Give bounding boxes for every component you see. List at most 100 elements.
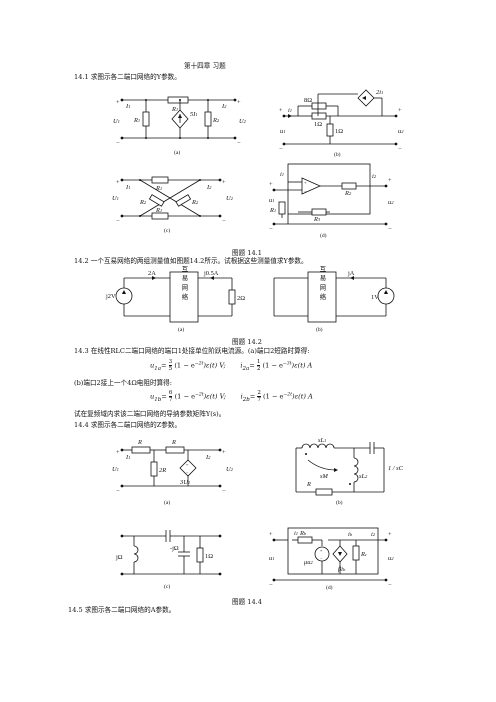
figure-14-1b: +−+− i1 8Ω 2i1 1Ω 1Ω u1 u2 (b) — [279, 89, 404, 158]
svg-text:+: + — [222, 449, 226, 456]
svg-text:−: − — [388, 582, 392, 589]
svg-text:Rb: Rb — [299, 530, 307, 537]
figure-14-2b: + jA 1V 互易网络 (b) — [273, 265, 395, 333]
svg-text:−: − — [186, 470, 189, 475]
svg-text:(d): (d) — [320, 232, 327, 239]
svg-text:i1: i1 — [288, 107, 292, 114]
svg-text:(a): (a) — [164, 499, 170, 506]
reciprocal-network-box-a: 互易网络 — [181, 265, 188, 303]
svg-text:U2: U2 — [226, 195, 234, 202]
svg-text:μu2: μu2 — [304, 559, 313, 566]
svg-text:U1: U1 — [112, 195, 119, 202]
svg-text:R1: R1 — [155, 207, 162, 214]
figure-caption-14-4: 图题 14.4 — [232, 598, 262, 606]
svg-text:+: + — [269, 181, 273, 188]
svg-text:R: R — [306, 481, 311, 488]
svg-text:R1: R1 — [155, 185, 162, 192]
svg-text:+: + — [237, 99, 241, 106]
svg-text:+: + — [269, 531, 273, 538]
svg-text:u2: u2 — [398, 128, 404, 135]
svg-text:+: + — [186, 462, 189, 467]
svg-text:3U1: 3U1 — [179, 479, 190, 486]
chapter-heading: 第十四章 习题 — [184, 62, 226, 70]
svg-text:2Ω: 2Ω — [237, 295, 245, 302]
svg-text:+: + — [304, 180, 307, 185]
svg-text:(c): (c) — [164, 583, 170, 590]
svg-text:sL2: sL2 — [359, 473, 368, 480]
svg-text:1 / sC: 1 / sC — [388, 465, 404, 472]
svg-text:i2: i2 — [372, 173, 377, 180]
svg-text:I1: I1 — [125, 454, 130, 461]
svg-text:j2V: j2V — [105, 293, 116, 300]
svg-text:+: + — [388, 177, 392, 184]
svg-text:U2: U2 — [226, 466, 234, 473]
svg-text:(a): (a) — [174, 149, 180, 156]
svg-text:u2: u2 — [388, 555, 394, 562]
svg-text:sM: sM — [320, 473, 328, 480]
svg-text:+: + — [116, 179, 120, 186]
svg-text:2i1: 2i1 — [376, 89, 383, 96]
svg-text:U1: U1 — [113, 118, 120, 125]
svg-text:−: − — [116, 218, 120, 225]
problem-14-3: 14.3 在线性RLC二端口网络的端口1处接单位阶跃电流源。(a)端口2短路时算… — [74, 347, 310, 355]
svg-text:−: − — [388, 226, 392, 233]
svg-text:R1: R1 — [269, 207, 276, 214]
svg-text:−: − — [116, 488, 120, 495]
svg-text:u2: u2 — [388, 199, 394, 206]
svg-text:j0.5A: j0.5A — [203, 270, 219, 277]
svg-text:R3: R3 — [313, 216, 321, 223]
svg-text:R2: R2 — [139, 199, 147, 206]
svg-text:+: + — [388, 531, 392, 538]
svg-text:−: − — [269, 582, 273, 589]
svg-text:−: − — [222, 488, 226, 495]
svg-text:−: − — [279, 146, 283, 153]
svg-text:i1: i1 — [294, 530, 298, 537]
problem-14-3-c: 试在复频域内求该二端口网络的导纳参数矩阵Y(s)。 — [74, 410, 226, 418]
svg-text:i1: i1 — [280, 171, 284, 178]
svg-text:I1: I1 — [125, 184, 130, 191]
figure-14-1d: +− +−+− i1 u1 R1 R2 R3 i2 u2 (d) — [269, 163, 394, 239]
svg-text:i2: i2 — [371, 531, 376, 538]
svg-text:−: − — [320, 556, 323, 561]
figure-14-4a: +− +−+− I1 U1 R R 2R 3U1 I2 U2 (a) — [112, 439, 234, 506]
svg-text:R1: R1 — [133, 117, 140, 124]
figure-14-1a: +−+− I1 U1 R1 R1 5I1 R2 I2 U2 (a) — [113, 96, 247, 156]
svg-text:u1: u1 — [269, 555, 275, 562]
svg-text:−: − — [222, 218, 226, 225]
svg-text:Rc: Rc — [360, 551, 367, 558]
svg-text:R2: R2 — [344, 190, 352, 197]
svg-text:R1: R1 — [171, 106, 178, 113]
svg-text:+: + — [222, 179, 226, 186]
problem-14-4: 14.4 求图示各二端口网络的Z参数。 — [74, 421, 182, 429]
svg-text:+: + — [116, 449, 120, 456]
figure-14-4b: sL1 sM sL2 R 1 / sC (b) — [295, 437, 404, 506]
svg-text:jΩ: jΩ — [115, 554, 123, 561]
svg-text:1Ω: 1Ω — [205, 553, 213, 560]
svg-text:2R: 2R — [159, 467, 166, 474]
svg-text:sL1: sL1 — [318, 437, 326, 444]
problem-14-3-b: (b)端口2接上一个4Ω电阻时算得: — [74, 379, 172, 387]
svg-text:U2: U2 — [239, 118, 247, 125]
svg-text:βib: βib — [337, 566, 346, 573]
problem-14-1: 14.1 求图示各二端口网络的Y参数。 — [74, 73, 181, 81]
svg-text:−: − — [116, 140, 120, 147]
svg-text:R2: R2 — [212, 117, 220, 124]
svg-text:1V: 1V — [371, 294, 379, 301]
problem-14-5: 14.5 求图示各二端口网络的A参数。 — [68, 606, 176, 614]
svg-text:(d): (d) — [326, 584, 333, 591]
figure-caption-14-1: 图题 14.1 — [232, 249, 262, 257]
svg-text:-jΩ: -jΩ — [170, 545, 179, 552]
svg-text:+: + — [398, 107, 402, 114]
svg-text:I2: I2 — [205, 454, 211, 461]
svg-text:I2: I2 — [206, 184, 212, 191]
svg-text:−: − — [304, 189, 307, 194]
figure-14-4d: +− +−+− i1 u1 Rb μu2 βib ib Rc i2 u2 (d) — [269, 527, 394, 591]
svg-text:u1: u1 — [280, 128, 286, 135]
svg-text:I1: I1 — [125, 103, 130, 110]
svg-text:+: + — [279, 107, 283, 114]
svg-text:1Ω: 1Ω — [335, 128, 343, 135]
svg-text:ib: ib — [348, 531, 353, 538]
svg-text:(c): (c) — [164, 227, 170, 234]
